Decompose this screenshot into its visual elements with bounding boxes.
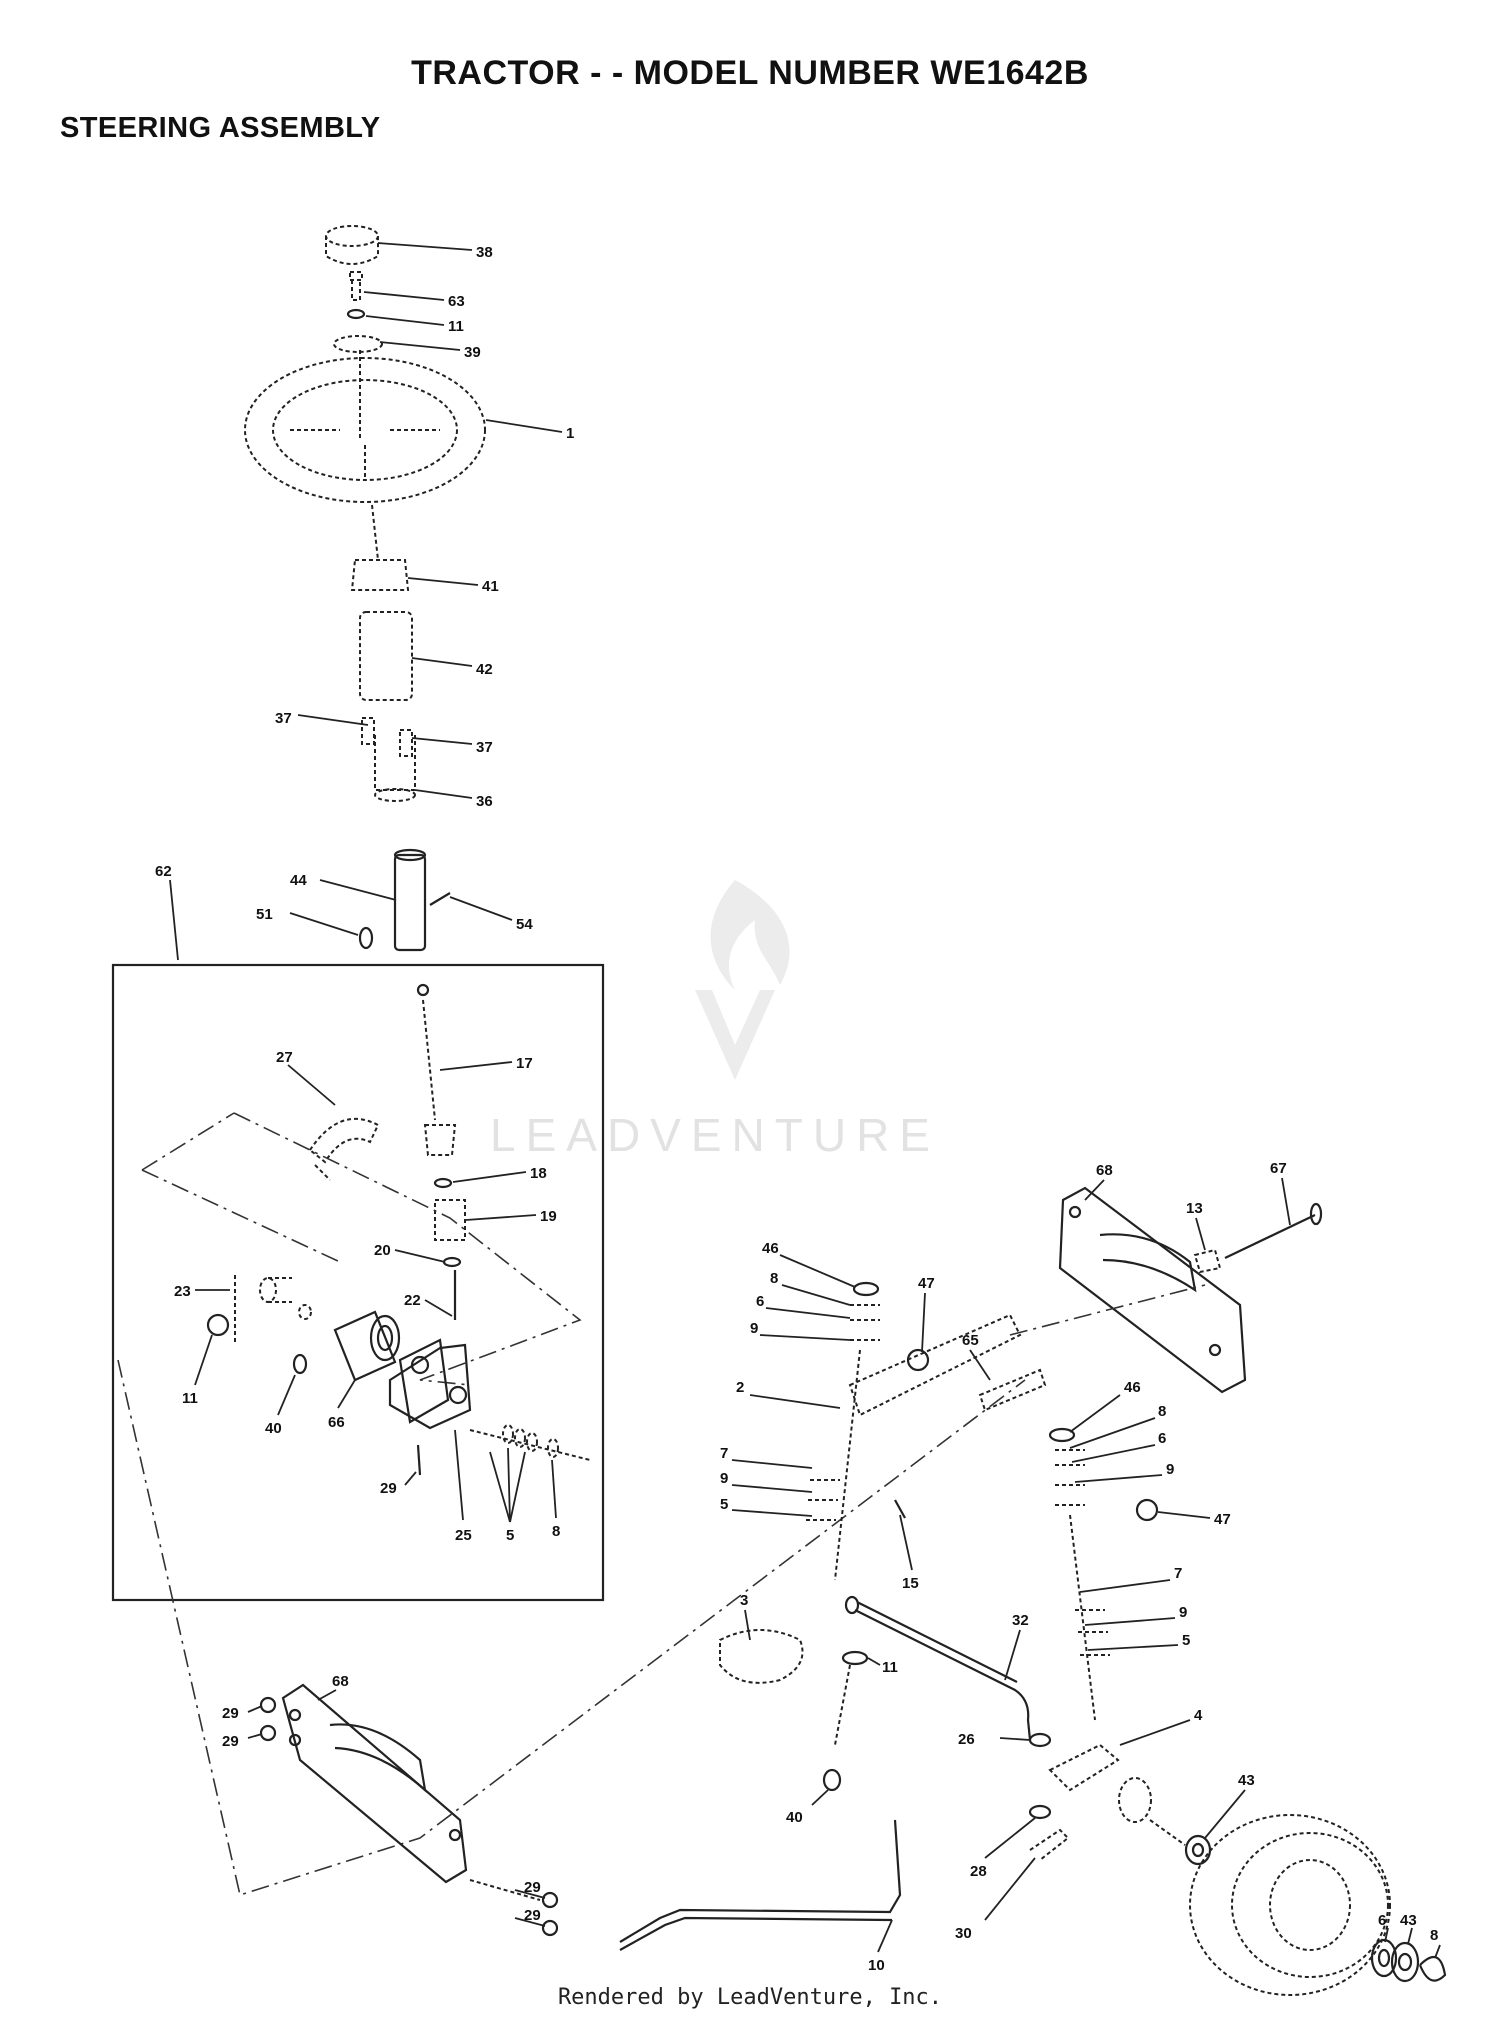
watermark-logo-icon <box>695 880 790 1080</box>
callout-5: 5 <box>1182 1632 1190 1649</box>
callout-9: 9 <box>750 1320 758 1337</box>
callout-1: 1 <box>566 425 574 442</box>
callout-39: 39 <box>464 344 481 361</box>
callout-37: 37 <box>275 710 292 727</box>
callout-63: 63 <box>448 293 465 310</box>
callout-8: 8 <box>770 1270 778 1287</box>
callout-68: 68 <box>1096 1162 1113 1179</box>
callout-29: 29 <box>222 1705 239 1722</box>
callout-labels: 38 63 11 39 1 41 42 37 37 36 44 51 54 62… <box>155 244 1438 1974</box>
callout-37: 37 <box>476 739 493 756</box>
callout-11: 11 <box>882 1659 898 1676</box>
callout-8: 8 <box>1430 1927 1438 1944</box>
callout-29: 29 <box>524 1879 541 1896</box>
callout-3: 3 <box>740 1592 748 1609</box>
callout-65: 65 <box>962 1332 979 1349</box>
page-title: TRACTOR - - MODEL NUMBER WE1642B <box>411 54 1089 92</box>
callout-47: 47 <box>1214 1511 1231 1528</box>
callout-6: 6 <box>756 1293 764 1310</box>
callout-20: 20 <box>374 1242 391 1259</box>
callout-19: 19 <box>540 1208 557 1225</box>
footer-credit: Rendered by LeadVenture, Inc. <box>557 1985 943 2010</box>
callout-17: 17 <box>516 1055 533 1072</box>
assembly-axis-line <box>117 1359 1026 1897</box>
callout-2: 2 <box>736 1379 744 1396</box>
callout-47: 47 <box>918 1275 935 1292</box>
callout-7: 7 <box>720 1445 728 1462</box>
callout-46: 46 <box>762 1240 779 1257</box>
callout-22: 22 <box>404 1292 421 1309</box>
callout-36: 36 <box>476 793 493 810</box>
section-title: STEERING ASSEMBLY <box>60 112 381 144</box>
callout-54: 54 <box>516 916 533 933</box>
watermark-text: LEADVENTURE <box>490 1109 940 1161</box>
callout-43: 43 <box>1238 1772 1255 1789</box>
callout-46: 46 <box>1124 1379 1141 1396</box>
callout-40: 40 <box>265 1420 282 1437</box>
callout-43: 43 <box>1400 1912 1417 1929</box>
callout-9: 9 <box>720 1470 728 1487</box>
callout-9: 9 <box>1166 1461 1174 1478</box>
callout-11: 11 <box>448 318 464 335</box>
callout-40: 40 <box>786 1809 803 1826</box>
callout-28: 28 <box>970 1863 987 1880</box>
callout-7: 7 <box>1174 1565 1182 1582</box>
callout-38: 38 <box>476 244 493 261</box>
callout-51: 51 <box>256 906 273 923</box>
callout-8: 8 <box>552 1523 560 1540</box>
callout-66: 66 <box>328 1414 345 1431</box>
callout-5: 5 <box>720 1496 728 1513</box>
callout-27: 27 <box>276 1049 293 1066</box>
callout-6: 6 <box>1158 1430 1166 1447</box>
callout-9: 9 <box>1179 1604 1187 1621</box>
callout-29: 29 <box>524 1907 541 1924</box>
callout-68: 68 <box>332 1673 349 1690</box>
callout-29: 29 <box>380 1480 397 1497</box>
callout-8: 8 <box>1158 1403 1166 1420</box>
callout-11: 11 <box>182 1390 198 1407</box>
front-axle-parts <box>619 1177 1447 1996</box>
callout-44: 44 <box>290 872 307 889</box>
callout-4: 4 <box>1194 1707 1203 1724</box>
steering-column-parts <box>169 225 563 961</box>
callout-26: 26 <box>958 1731 975 1748</box>
callout-23: 23 <box>174 1283 191 1300</box>
callout-15: 15 <box>902 1575 919 1592</box>
callout-6: 6 <box>1378 1912 1386 1929</box>
callout-32: 32 <box>1012 1612 1029 1629</box>
callout-25: 25 <box>455 1527 472 1544</box>
callout-42: 42 <box>476 661 493 678</box>
callout-13: 13 <box>1186 1200 1203 1217</box>
callout-62: 62 <box>155 863 172 880</box>
gearbox-kit-frame <box>111 963 605 1602</box>
callout-67: 67 <box>1270 1160 1287 1177</box>
callout-5: 5 <box>506 1527 514 1544</box>
lower-frame-bracket <box>247 1683 559 1937</box>
callout-18: 18 <box>530 1165 547 1182</box>
callout-30: 30 <box>955 1925 972 1942</box>
callout-10: 10 <box>868 1957 885 1974</box>
callout-41: 41 <box>482 578 499 595</box>
gearbox-parts <box>141 983 591 1523</box>
callout-29: 29 <box>222 1733 239 1750</box>
